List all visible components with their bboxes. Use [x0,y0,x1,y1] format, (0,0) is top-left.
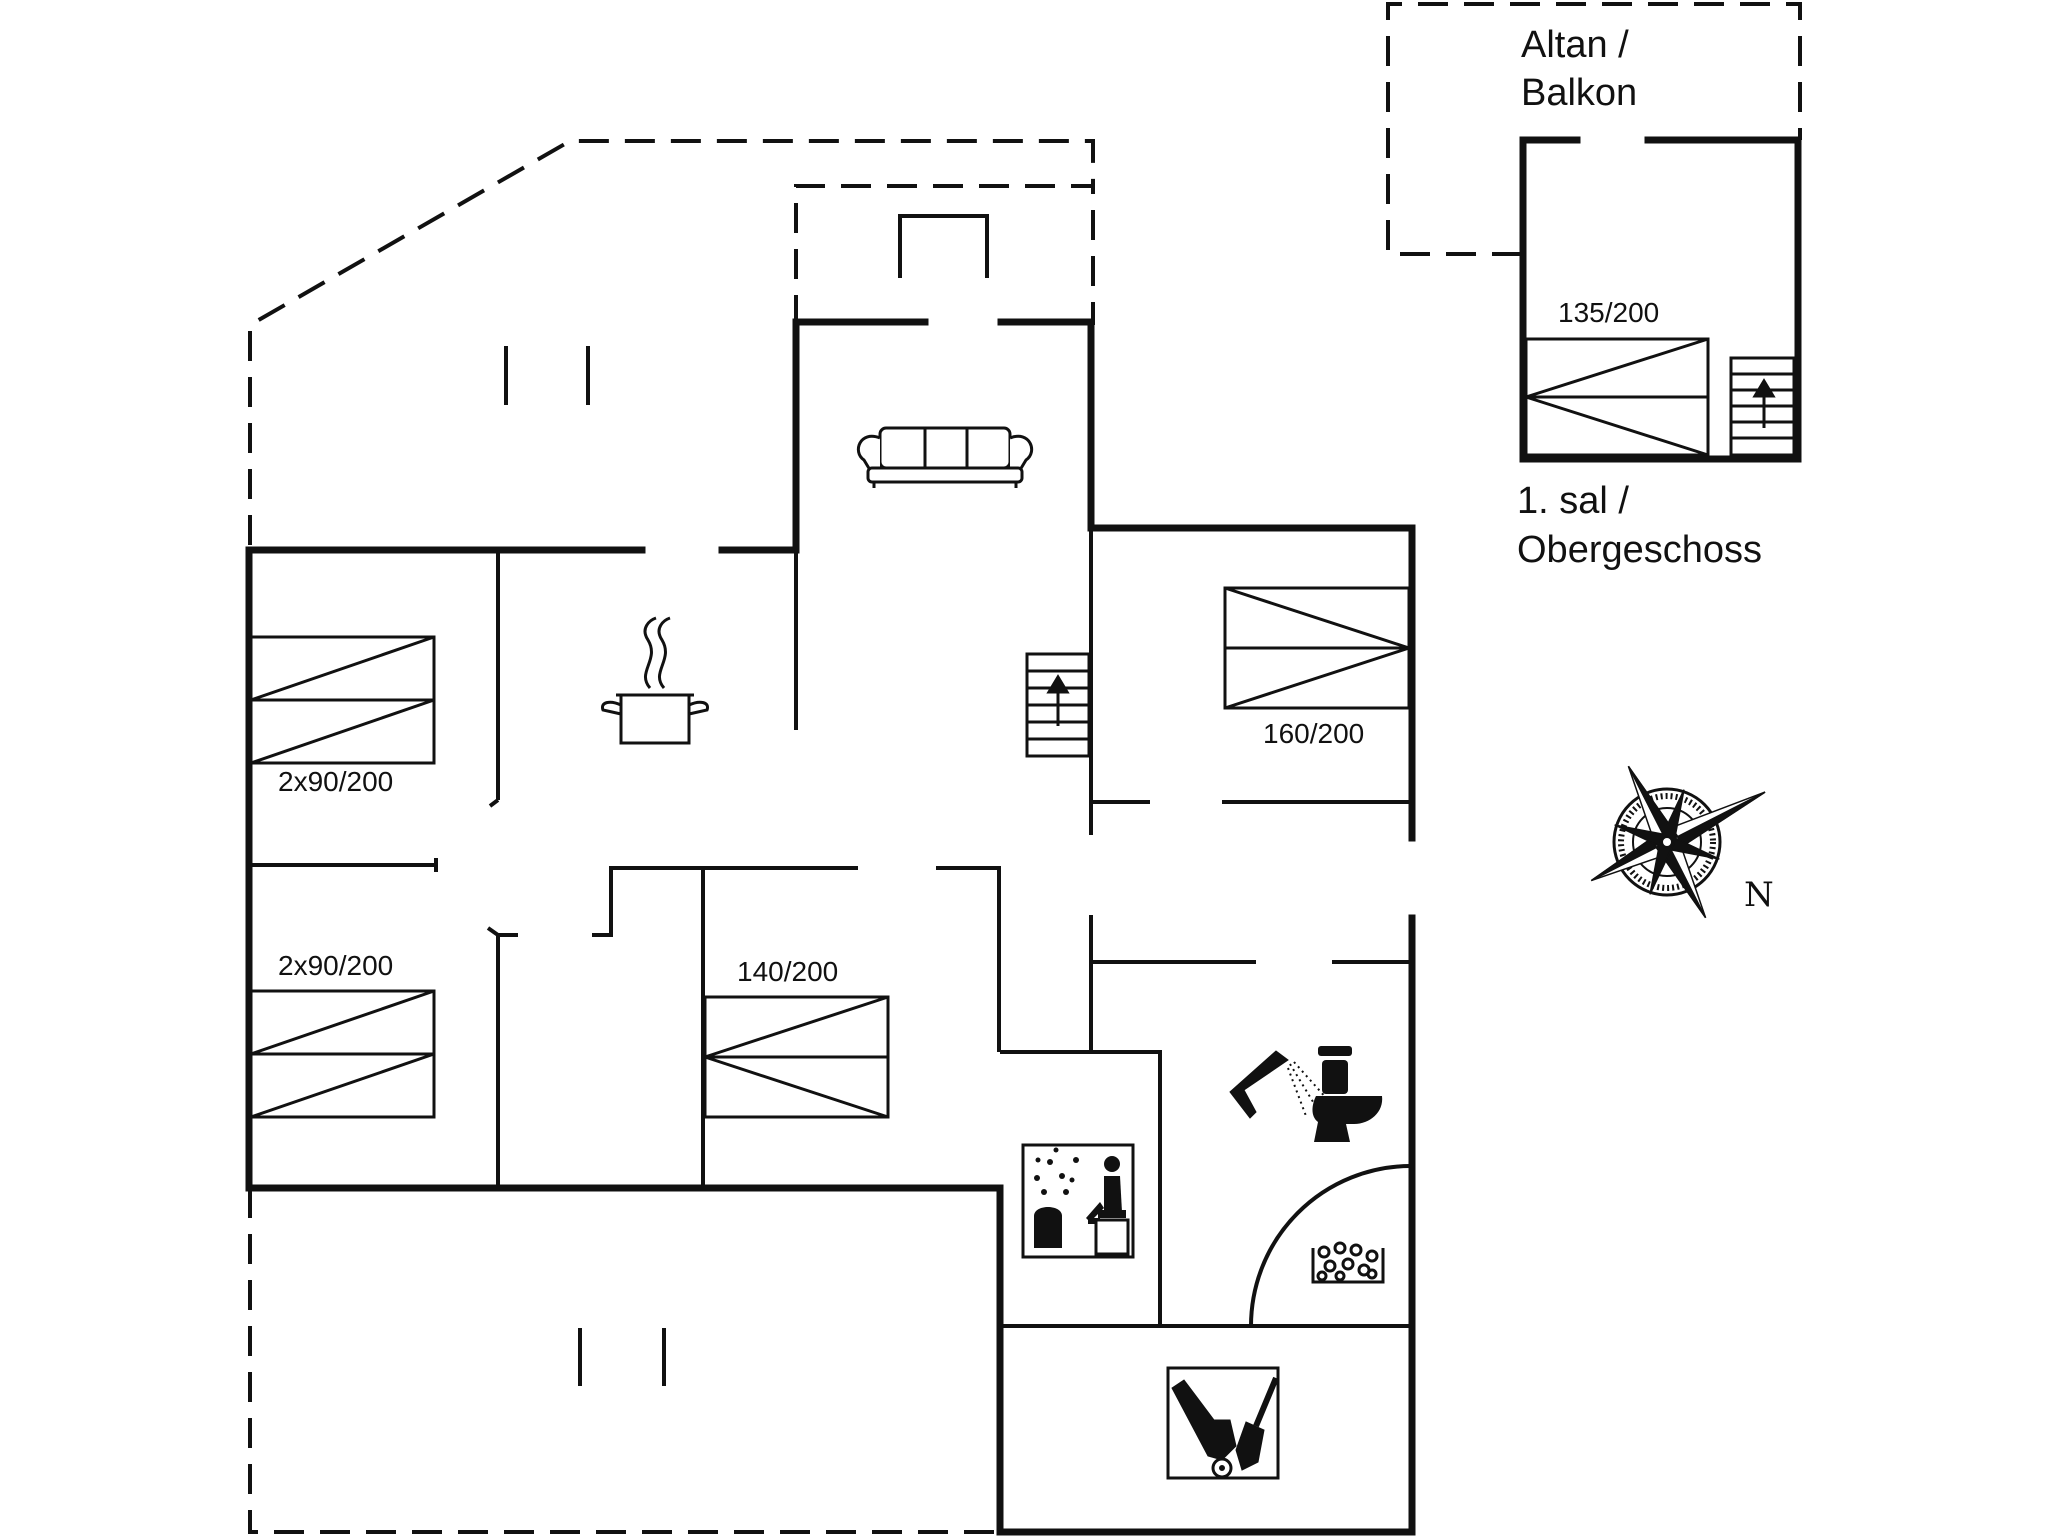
wall-hall-north-b [936,866,1001,1052]
bed-east [1223,586,1411,710]
upper-floor-walls [1519,136,1802,463]
utility-icon [1166,1366,1280,1480]
bed-mid-size: 140/200 [737,956,838,987]
beds [249,337,1710,1119]
bed-sw [249,989,436,1119]
upper-floor-label-line1: 1. sal / [1517,480,1629,522]
stairs-up-icon [1025,652,1091,758]
balcony-label-line1: Altan / [1521,24,1629,66]
terrace-south-outline [248,1188,998,1534]
terrace-north-outline [248,139,1095,545]
upper-balcony-outline [1386,2,1802,256]
sauna-icon [1021,1143,1135,1259]
wall-south [245,1184,1416,1536]
terrace-outlines [248,2,1802,1534]
bed-east-size: 160/200 [1263,718,1364,749]
bed-nw-size: 2x90/200 [278,766,393,797]
bed-sw-size: 2x90/200 [278,950,393,981]
wall-north-mid [718,318,929,554]
entrance-porch-outline [794,184,1095,325]
bed-nw [249,635,436,765]
whirlpool-arc [1249,1164,1411,1327]
shower-icon [1229,1050,1329,1119]
door-swing-nw-b [488,798,500,808]
wall-hall-north-a [592,866,858,937]
whirlpool-icon [1311,1241,1385,1284]
bed-upper-size: 135/200 [1558,297,1659,328]
balcony-label-line2: Balkon [1521,72,1637,114]
cooking-pot-icon [600,616,710,745]
wall-sauna-north [1000,1050,1162,1326]
bed-mid [703,995,890,1119]
compass-rose-icon [1590,765,1766,919]
interior-walls [249,214,1412,1386]
upper-floor-label-line2: Obergeschoss [1517,529,1762,571]
wall-north-right [997,318,1416,842]
stairs-upper-icon [1729,356,1796,457]
bed-upper [1524,337,1710,457]
sofa-icon [857,426,1033,488]
porch-opening-frame [898,214,989,278]
compass-north-label: N [1744,875,1774,915]
toilet-icon [1312,1046,1383,1142]
door-swing-hall [486,926,518,937]
